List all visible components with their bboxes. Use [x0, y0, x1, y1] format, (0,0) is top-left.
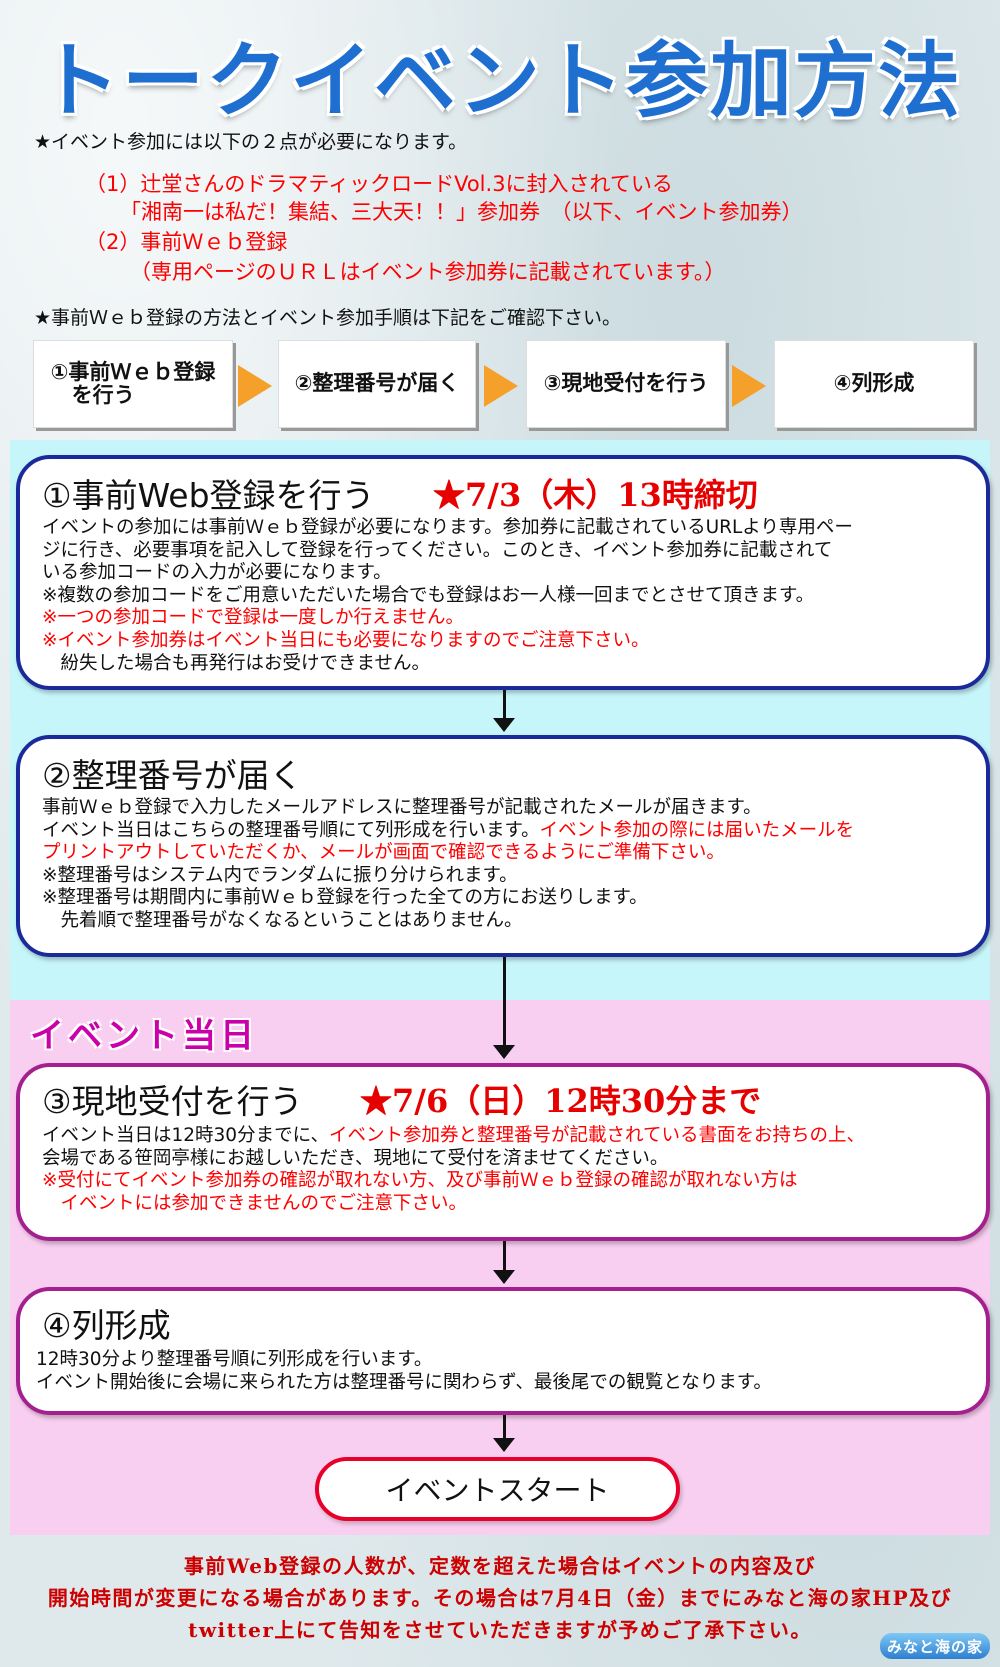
step-3-deadline: ★7/6（日）12時30分まで [360, 1082, 762, 1120]
requirement-2-line1: （2）事前Ｗｅｂ登録 [85, 230, 288, 254]
step-1-line: ※複数の参加コードをご用意いただいた場合でも登録はお一人様一回までとさせて頂きま… [42, 584, 815, 606]
step-2-line: 事前Ｗｅｂ登録で入力したメールアドレスに整理番号が記載されたメールが届きます。 [42, 797, 762, 818]
flow-step-1-line2: を行う [50, 383, 135, 407]
step-2-body: 事前Ｗｅｂ登録で入力したメールアドレスに整理番号が記載されたメールが届きます。 … [42, 797, 992, 933]
step-3-line: イベント当日は12時30分までに、 [42, 1125, 330, 1146]
flow-step-4-label: ④列形成 [833, 371, 915, 396]
step-2-line: ※整理番号はシステム内でランダムに振り分けられます。 [42, 864, 518, 886]
step-1-line: ジに行き、必要事項を記入して登録を行ってください。このとき、イベント参加券に記載… [42, 539, 833, 561]
step-1-line: いる参加コードの入力が必要になります。 [42, 562, 392, 584]
requirement-1-line1: （1）辻堂さんのドラマティックロードVol.3に封入されている [85, 172, 673, 196]
step-3-title: ③現地受付を行う [42, 1082, 303, 1121]
step-2-line: 先着順で整理番号がなくなるということはありません。 [42, 909, 523, 931]
step-3-card: ③現地受付を行う ★7/6（日）12時30分まで イベント当日は12時30分まで… [16, 1063, 990, 1241]
footer-notice-line1: 事前Web登録の人数が、定数を超えた場合はイベントの内容及び [183, 1554, 817, 1578]
brand-logo: みなと海の家 [880, 1633, 990, 1659]
event-day-heading: イベント当日 [30, 1016, 258, 1056]
flow-step-1: ①事前Ｗｅｂ登録 を行う [33, 340, 233, 428]
step-2-line: イベント当日はこちらの整理番号順にて列形成を行います。 [42, 819, 540, 841]
flow-step-2: ②整理番号が届く [278, 340, 476, 428]
requirement-2-line2: （専用ページのＵＲＬはイベント参加券に記載されています。） [130, 260, 726, 284]
flow-arrow-icon [238, 365, 272, 407]
step-1-line: イベントの参加には事前Ｗｅｂ登録が必要になります。参加券に記載されているURLよ… [42, 517, 853, 538]
flow-step-1-line1: ①事前Ｗｅｂ登録 [50, 359, 216, 384]
step-1-deadline: ★7/3（木）13時締切 [433, 476, 758, 514]
step-3-line: 会場である笹岡亭様にお越しいただき、現地にて受付を済ませてください。 [42, 1147, 669, 1169]
intro-text: ★イベント参加には以下の２点が必要になります。 [34, 131, 468, 153]
requirement-1-line2: 「湘南一は私だ！集結、三大天！！」参加券 （以下、イベント参加券） [120, 200, 803, 224]
flow-arrow-icon [484, 365, 518, 407]
event-start-badge: イベントスタート [315, 1457, 680, 1521]
page-title: トークイベント参加方法 [37, 34, 962, 129]
step-1-warning: ※一つの参加コードで登録は一度しか行えません。 [42, 607, 464, 629]
step-3-warning: イベントには参加できませんのでご注意下さい。 [42, 1192, 467, 1214]
step-2-warning: プリントアウトしていただくか、メールが画面で確認できるようにご準備下さい。 [42, 842, 725, 864]
step-3-warning: イベント参加券と整理番号が記載されている書面をお持ちの上、 [329, 1125, 865, 1146]
connector-line [503, 1241, 506, 1271]
step-2-title: ②整理番号が届く [42, 756, 303, 795]
arrow-down-icon [493, 718, 515, 732]
arrow-down-icon [493, 1438, 515, 1452]
flow-arrow-icon [732, 365, 766, 407]
step-4-title: ④列形成 [42, 1306, 171, 1345]
step-1-note: 紛失した場合も再発行はお受けできません。 [42, 652, 430, 674]
step-4-line: イベント開始後に会場に来られた方は整理番号に関わらず、最後尾での観覧となります。 [36, 1371, 772, 1393]
arrow-down-icon [493, 1270, 515, 1284]
flow-step-3: ③現地受付を行う [526, 340, 726, 428]
step-3-warning: ※受付にてイベント参加券の確認が取れない方、及び事前Ｗｅｂ登録の確認が取れない方… [42, 1170, 798, 1192]
step-3-body: イベント当日は12時30分までに、イベント参加券と整理番号が記載されている書面を… [42, 1125, 992, 1215]
intro-text-2: ★事前Ｗｅｂ登録の方法とイベント参加手順は下記をご確認下さい。 [34, 307, 622, 329]
connector-line [503, 957, 506, 1047]
step-4-body: 12時30分より整理番号順に列形成を行います。 イベント開始後に会場に来られた方… [36, 1349, 986, 1394]
connector-line [503, 1415, 506, 1441]
step-2-warning: イベント参加の際には届いたメールを [539, 819, 855, 841]
arrow-down-icon [493, 1045, 515, 1059]
flow-step-2-label: ②整理番号が届く [294, 371, 460, 396]
flow-step-4: ④列形成 [774, 340, 974, 428]
connector-line [503, 690, 506, 720]
flow-step-3-label: ③現地受付を行う [543, 371, 709, 396]
step-4-line: 12時30分より整理番号順に列形成を行います。 [36, 1349, 433, 1370]
step-1-card: ①事前Web登録を行う ★7/3（木）13時締切 イベントの参加には事前Ｗｅｂ登… [16, 455, 990, 690]
step-1-title: ①事前Web登録を行う [42, 476, 375, 515]
step-2-line: ※整理番号は期間内に事前Ｗｅｂ登録を行った全ての方にお送りします。 [42, 887, 648, 909]
step-4-card: ④列形成 12時30分より整理番号順に列形成を行います。 イベント開始後に会場に… [16, 1287, 990, 1415]
step-1-warning: ※イベント参加券はイベント当日にも必要になりますのでご注意下さい。 [42, 629, 650, 651]
footer-notice-line2: 開始時間が変更になる場合があります。その場合は7月4日（金）までにみなと海の家H… [47, 1586, 953, 1610]
step-2-card: ②整理番号が届く 事前Ｗｅｂ登録で入力したメールアドレスに整理番号が記載されたメ… [16, 735, 990, 957]
footer-notice-line3: twitter上にて告知をさせていただきますが予めご了承下さい。 [188, 1618, 812, 1642]
step-1-body: イベントの参加には事前Ｗｅｂ登録が必要になります。参加券に記載されているURLよ… [42, 517, 982, 675]
